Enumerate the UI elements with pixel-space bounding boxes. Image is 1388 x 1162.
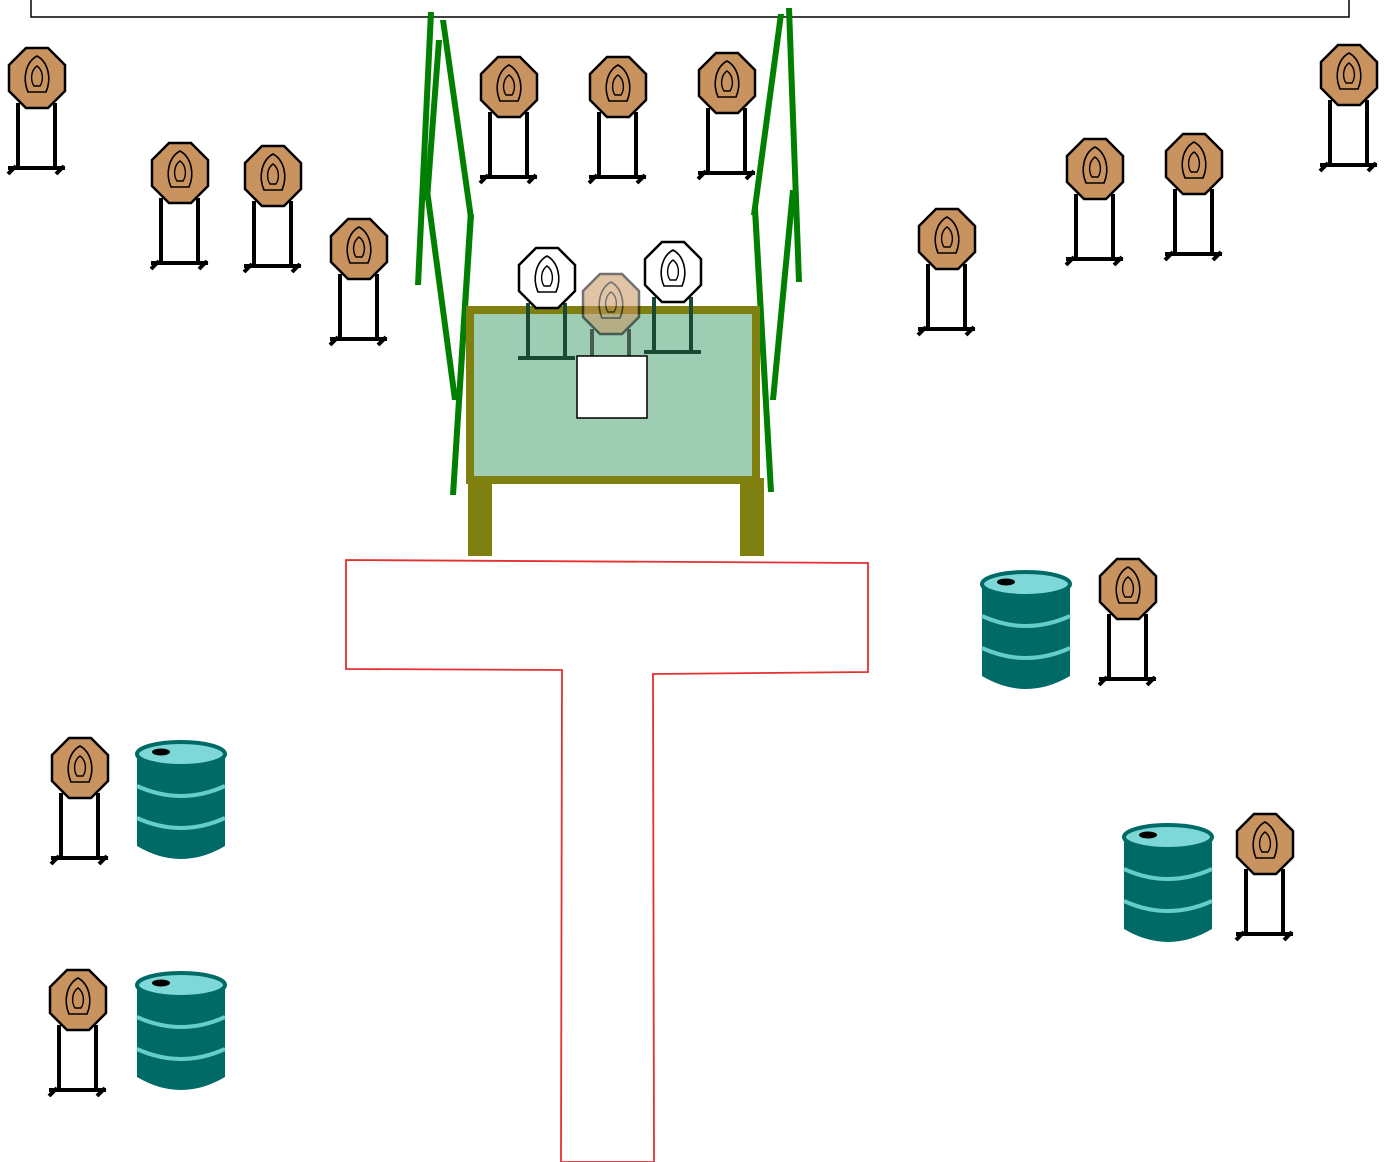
- target-t1: [6, 46, 67, 176]
- target-t15: [1234, 812, 1295, 942]
- target-t5: [478, 55, 539, 185]
- barrel-b2: [135, 740, 227, 861]
- top-boundary-box: [30, 0, 1350, 18]
- target-t6: [587, 55, 648, 185]
- target-t11: [1318, 43, 1379, 173]
- barrel-b3: [1122, 823, 1214, 944]
- target-t10: [1163, 132, 1224, 262]
- barrel-b1: [980, 570, 1072, 691]
- target-t14: [49, 736, 110, 866]
- target-t13: [1097, 557, 1158, 687]
- fault-line-t: [345, 559, 869, 1162]
- barrel-b4: [135, 971, 227, 1092]
- wall-left: [415, 12, 474, 495]
- target-t8: [916, 207, 977, 337]
- wall-right: [751, 8, 802, 492]
- barricade: [466, 240, 764, 556]
- target-t3: [242, 144, 303, 274]
- barricade-port: [576, 355, 648, 419]
- target-t4: [328, 217, 389, 347]
- target-t7: [696, 51, 757, 181]
- target-t9: [1064, 137, 1125, 267]
- target-t16: [47, 968, 108, 1098]
- target-t2: [149, 141, 210, 271]
